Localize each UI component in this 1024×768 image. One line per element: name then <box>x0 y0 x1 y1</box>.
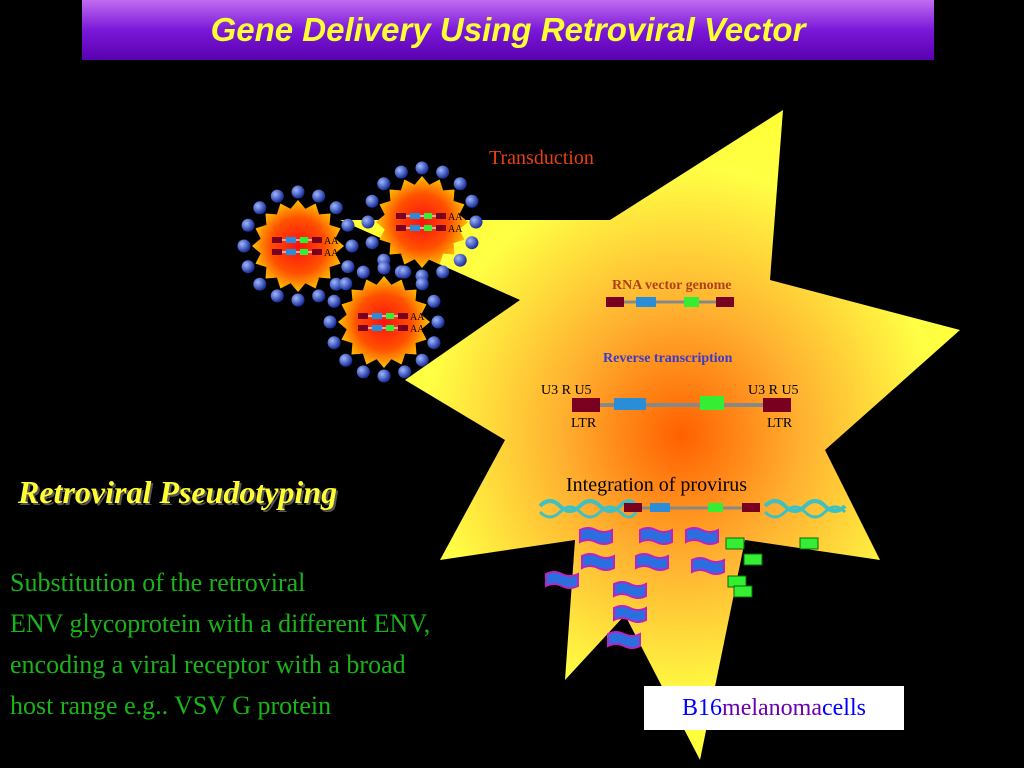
env-protein <box>607 631 641 649</box>
description-line: host range e.g.. VSV G protein <box>10 691 332 720</box>
env-protein <box>635 553 669 571</box>
description-text: Substitution of the retroviral ENV glyco… <box>10 562 430 726</box>
svg-text:AA: AA <box>324 236 339 247</box>
svg-text:AA: AA <box>448 224 463 235</box>
description-line: Substitution of the retroviral <box>10 568 306 597</box>
gag-protein <box>799 537 819 550</box>
svg-text:AA: AA <box>324 248 339 259</box>
transduction-label: Transduction <box>489 147 594 169</box>
title-bar: Gene Delivery Using Retroviral Vector <box>82 0 934 60</box>
cell-label-part: cells <box>822 694 866 721</box>
ltr-right-bottom-label: LTR <box>767 416 793 431</box>
gag-protein <box>743 553 763 566</box>
cell-label-part: B16 <box>682 694 723 721</box>
cell-label-part: melanoma <box>722 694 822 721</box>
rna-genome-construct <box>606 297 734 307</box>
svg-text:AA: AA <box>448 212 463 223</box>
cell-label-box: B16 melanoma cells <box>644 686 904 730</box>
reverse-transcription-label: Reverse transcription <box>603 351 733 366</box>
env-protein <box>691 557 725 575</box>
gag-protein <box>727 575 747 588</box>
integration-label: Integration of provirus <box>566 474 747 496</box>
provirus-dna-construct <box>572 396 791 412</box>
env-protein <box>545 571 579 589</box>
slide-title: Gene Delivery Using Retroviral Vector <box>210 11 806 48</box>
ltr-right-top-label: U3 R U5 <box>748 383 799 398</box>
gag-protein <box>725 537 745 550</box>
env-protein <box>581 553 615 571</box>
rna-genome-label: RNA vector genome <box>612 278 732 293</box>
description-line: ENV glycoprotein with a different ENV, <box>10 609 431 638</box>
description-line: encoding a viral receptor with a broad <box>10 650 406 679</box>
svg-text:AA: AA <box>410 324 425 335</box>
ltr-left-bottom-label: LTR <box>571 416 597 431</box>
expressed-proteins <box>545 527 819 649</box>
env-protein <box>639 527 673 545</box>
ltr-left-top-label: U3 R U5 <box>541 383 592 398</box>
chromosome-integration <box>538 499 847 519</box>
env-protein <box>579 527 613 545</box>
svg-text:AA: AA <box>410 312 425 323</box>
env-protein <box>613 605 647 623</box>
section-heading: Retroviral Pseudotyping <box>18 474 338 510</box>
cell-star-shape <box>340 110 960 760</box>
gag-protein <box>733 585 753 598</box>
env-protein <box>613 581 647 599</box>
env-protein <box>685 527 719 545</box>
